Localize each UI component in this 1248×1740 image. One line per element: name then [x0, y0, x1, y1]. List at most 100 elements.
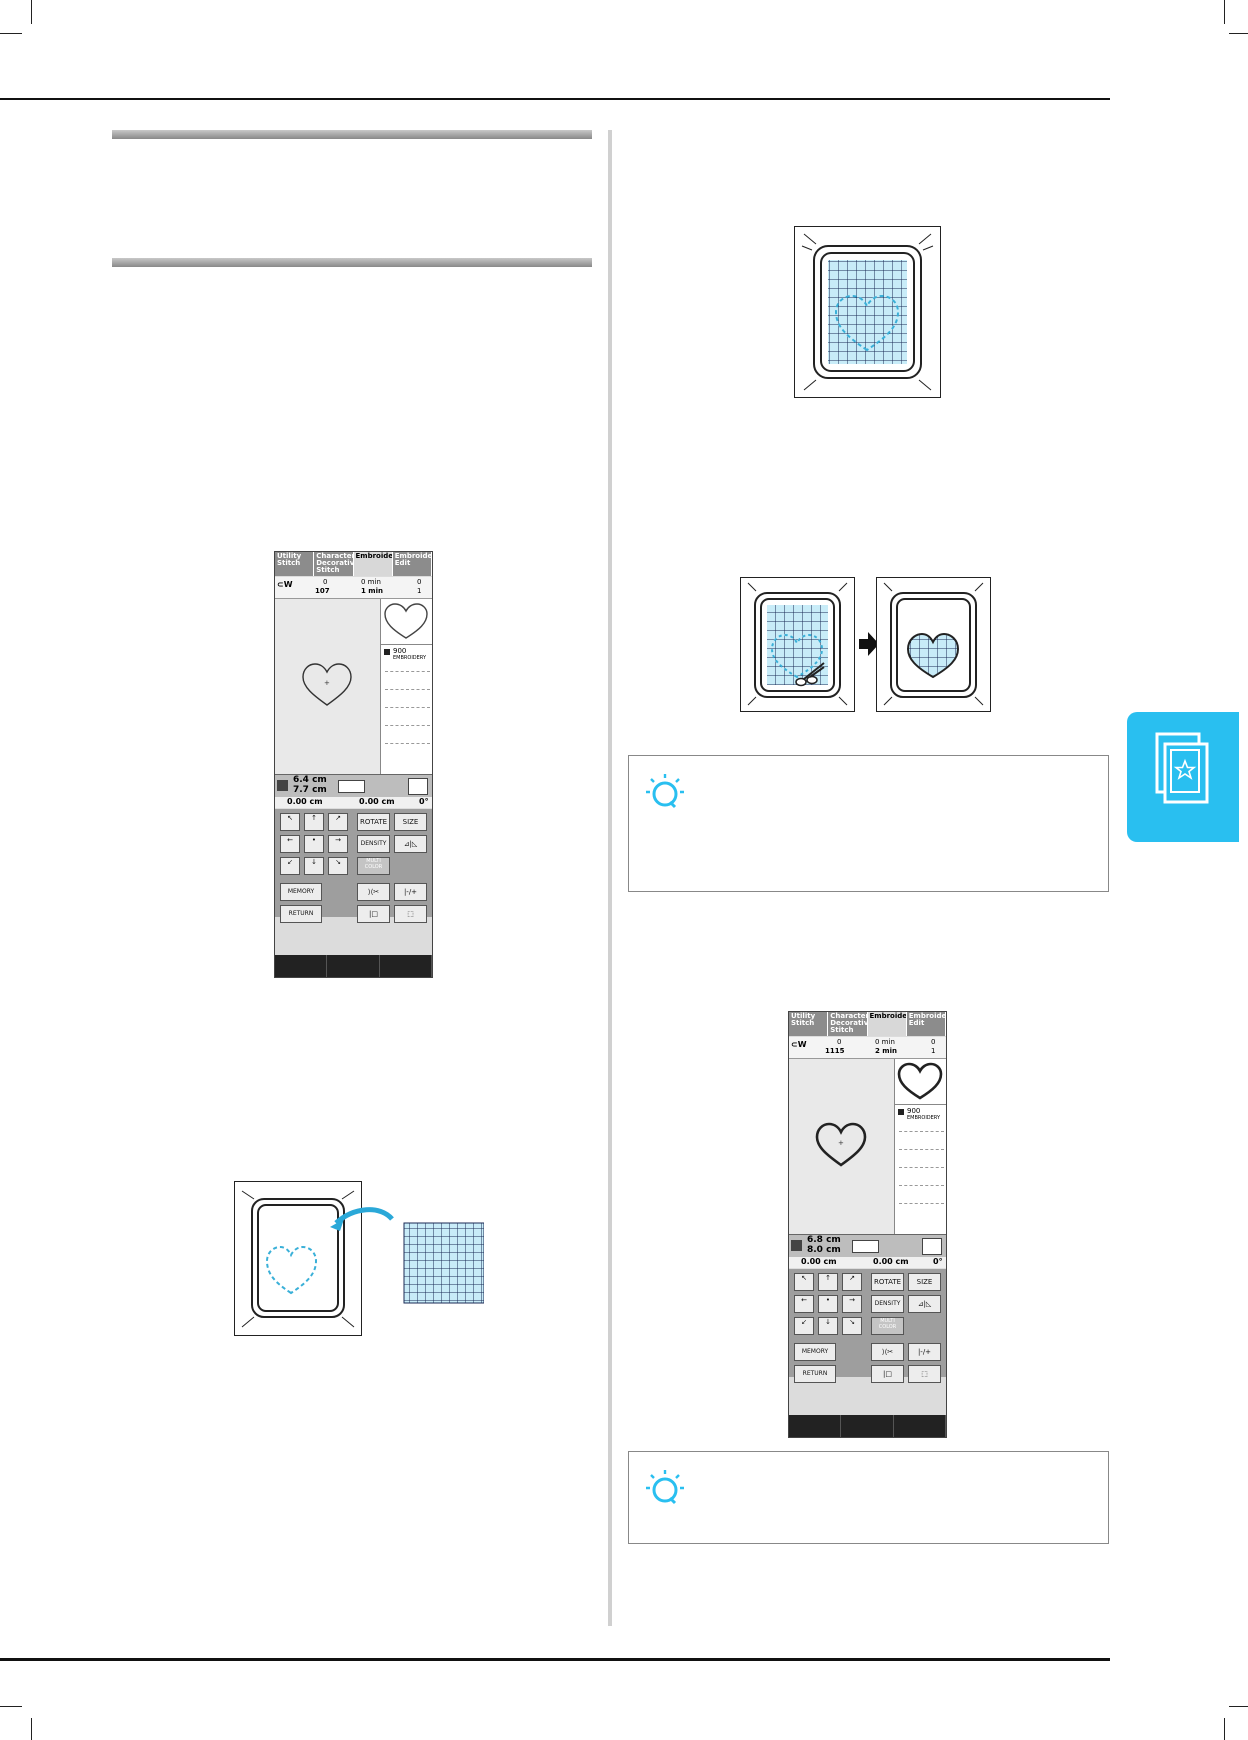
move-up-left-button[interactable]: ↖	[280, 813, 300, 831]
pattern-height: 7.7 cm	[293, 785, 327, 795]
tab-utility-stitch[interactable]: Utility Stitch	[789, 1012, 829, 1036]
mirror-button[interactable]: ⊿|◺	[394, 835, 427, 853]
header-rule	[0, 98, 1110, 100]
svg-text:+: +	[838, 1139, 844, 1147]
thread-name: EMBROIDERY	[393, 655, 427, 661]
frame-select-button[interactable]	[408, 778, 428, 795]
angle: 0°	[933, 1257, 943, 1266]
pattern-thumbnail	[381, 599, 432, 645]
chapter-tab	[1127, 712, 1239, 842]
pos-y: 0.00 cm	[359, 797, 395, 806]
list-divider	[899, 1203, 944, 1204]
trace-button[interactable]: |□	[357, 905, 390, 923]
thread-color-list: 900 EMBROIDERY	[895, 1105, 946, 1234]
stitch-step-button[interactable]: |-/+	[394, 883, 427, 901]
move-down-button[interactable]: ↓	[304, 857, 324, 875]
move-up-left-button[interactable]: ↖	[794, 1273, 814, 1291]
embroidery-frame-star-icon	[1155, 732, 1209, 804]
frame-select-button[interactable]	[922, 1238, 942, 1255]
stitch-step-button[interactable]: |-/+	[908, 1343, 941, 1361]
density-button[interactable]: DENSITY	[357, 835, 390, 853]
move-down-right-button[interactable]: ↘	[328, 857, 348, 875]
trace-button[interactable]: |□	[871, 1365, 904, 1383]
screen-tabs: Utility Stitch Character Decorative Stit…	[275, 552, 432, 576]
multi-color-button[interactable]: MULTI COLOR	[871, 1317, 904, 1335]
move-left-button[interactable]: ←	[280, 835, 300, 853]
move-down-button[interactable]: ↓	[818, 1317, 838, 1335]
footer-rule	[0, 1658, 1110, 1661]
return-button[interactable]: RETURN	[280, 905, 322, 923]
time-total: 1 min	[361, 587, 383, 595]
cut-button[interactable]: ⟩⟨✂	[871, 1343, 904, 1361]
pattern-width: 6.8 cm	[807, 1235, 841, 1245]
tab-embroidery-edit[interactable]: Embroidery Edit	[392, 552, 432, 576]
size-button[interactable]: SIZE	[908, 1273, 941, 1291]
move-up-button[interactable]: ↑	[818, 1273, 838, 1291]
crop-mark	[1229, 1706, 1248, 1707]
memory-button[interactable]: MEMORY	[280, 883, 322, 901]
move-up-right-button[interactable]: ↗	[842, 1273, 862, 1291]
time-total: 2 min	[875, 1047, 897, 1055]
memory-button[interactable]: MEMORY	[794, 1343, 836, 1361]
svg-text:+: +	[324, 679, 330, 687]
tab-character-decorative[interactable]: Character Decorative Stitch	[314, 552, 354, 576]
size-icon	[791, 1240, 802, 1251]
mirror-button[interactable]: ⊿|◺	[908, 1295, 941, 1313]
move-down-left-button[interactable]: ↙	[794, 1317, 814, 1335]
heading-bar-bottom	[112, 258, 592, 267]
move-down-right-button[interactable]: ↘	[842, 1317, 862, 1335]
density-button[interactable]: DENSITY	[871, 1295, 904, 1313]
list-divider	[899, 1149, 944, 1150]
stitch-total: 1115	[825, 1047, 845, 1055]
heart-pattern-preview: +	[302, 663, 352, 706]
thread-swatch	[384, 649, 390, 655]
note-bulb-icon	[646, 774, 684, 809]
frame-check-button[interactable]: ⬚	[394, 905, 427, 923]
move-up-right-button[interactable]: ↗	[328, 813, 348, 831]
list-divider	[899, 1167, 944, 1168]
size-bar: 6.4 cm 7.7 cm	[275, 774, 432, 798]
help-machine-icon[interactable]	[841, 1415, 894, 1437]
tab-utility-stitch[interactable]: Utility Stitch	[275, 552, 315, 576]
size-bar: 6.8 cm 8.0 cm	[789, 1234, 946, 1258]
settings-icon[interactable]	[380, 955, 432, 977]
list-divider	[385, 743, 430, 744]
thread-code: 900	[393, 647, 407, 655]
tab-embroidery[interactable]: Embroidery	[867, 1012, 907, 1036]
help-machine-icon[interactable]	[327, 955, 380, 977]
embroidery-canvas[interactable]: +	[275, 599, 381, 774]
foot-icon: ⊂W	[791, 1040, 807, 1049]
embroidery-canvas[interactable]: +	[789, 1059, 895, 1234]
frame-check-button[interactable]: ⬚	[908, 1365, 941, 1383]
hoop-with-fabric-illustration	[794, 226, 941, 398]
move-down-left-button[interactable]: ↙	[280, 857, 300, 875]
settings-icon[interactable]	[894, 1415, 946, 1437]
document-icon[interactable]	[275, 955, 328, 977]
cut-button[interactable]: ⟩⟨✂	[357, 883, 390, 901]
move-up-button[interactable]: ↑	[304, 813, 324, 831]
list-divider	[385, 671, 430, 672]
stitch-info-bar: ⊂W 0 107 0 min 1 min 0 1	[275, 577, 432, 599]
multi-color-button[interactable]: MULTI COLOR	[357, 857, 390, 875]
move-left-button[interactable]: ←	[794, 1295, 814, 1313]
size-button[interactable]: SIZE	[394, 813, 427, 831]
rotate-button[interactable]: ROTATE	[871, 1273, 904, 1291]
heart-thumbnail-icon	[384, 603, 428, 639]
column-divider	[608, 130, 612, 1626]
bottom-toolbar	[275, 955, 432, 977]
move-right-button[interactable]: →	[328, 835, 348, 853]
move-right-button[interactable]: →	[842, 1295, 862, 1313]
tab-embroidery-edit[interactable]: Embroidery Edit	[906, 1012, 946, 1036]
tab-embroidery[interactable]: Embroidery	[353, 552, 393, 576]
list-divider	[899, 1185, 944, 1186]
heart-thumbnail-icon	[897, 1062, 943, 1100]
center-button[interactable]: •	[304, 835, 324, 853]
note-bulb-icon	[646, 1470, 684, 1505]
list-divider	[385, 725, 430, 726]
document-icon[interactable]	[789, 1415, 842, 1437]
center-button[interactable]: •	[818, 1295, 838, 1313]
rotate-button[interactable]: ROTATE	[357, 813, 390, 831]
return-button[interactable]: RETURN	[794, 1365, 836, 1383]
tab-character-decorative[interactable]: Character Decorative Stitch	[828, 1012, 868, 1036]
thread-swatch	[898, 1109, 904, 1115]
